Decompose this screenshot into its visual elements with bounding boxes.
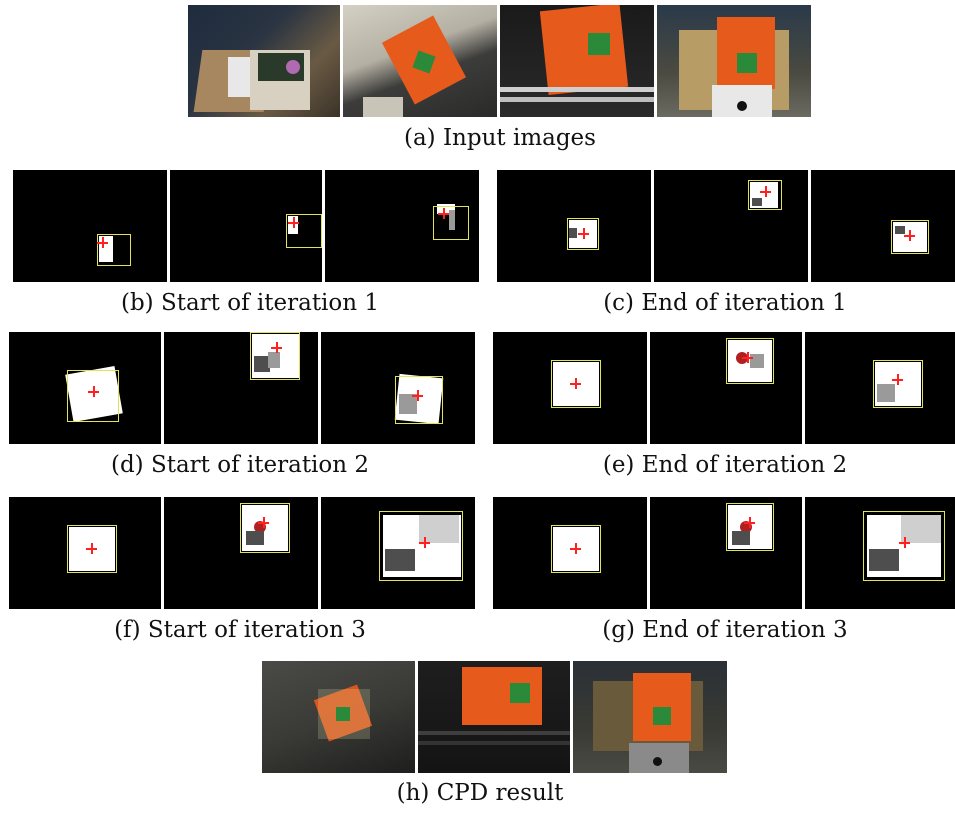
bounding-box — [748, 180, 782, 210]
bounding-box — [863, 511, 945, 581]
iter3-end-panel-3 — [805, 497, 955, 609]
centroid-marker — [88, 386, 99, 397]
caption-iter3-start: (f) Start of iteration 3 — [114, 617, 366, 643]
bounding-box — [726, 503, 774, 551]
centroid-marker — [570, 543, 581, 554]
segment-mask-shade — [901, 515, 941, 543]
centroid-marker — [742, 352, 753, 363]
caption-iter3-end: (g) End of iteration 3 — [602, 617, 848, 643]
centroid-marker — [412, 390, 423, 401]
input-image-4 — [657, 5, 811, 117]
bounding-box — [567, 218, 599, 250]
iter3-end-panel-1 — [493, 497, 647, 609]
iter2-end-panel-1 — [493, 332, 647, 444]
segment-mask-shade — [569, 228, 577, 238]
segment-mask-shade — [254, 356, 270, 372]
centroid-marker — [892, 374, 903, 385]
segment-mask-shade — [750, 354, 764, 368]
cpd-result-image-3 — [573, 661, 727, 773]
bounding-box — [551, 360, 601, 408]
caption-iter1-end: (c) End of iteration 1 — [603, 290, 847, 316]
bounding-box — [240, 503, 290, 553]
centroid-marker — [570, 378, 581, 389]
caption-cpd-result: (h) CPD result — [396, 780, 564, 806]
cpd-result-image-2 — [418, 661, 570, 773]
bounding-box — [286, 214, 322, 248]
iter1-start-panel-1 — [13, 170, 167, 282]
bounding-box — [67, 525, 117, 573]
bounding-box — [395, 376, 443, 424]
iter1-end-panel-1 — [497, 170, 651, 282]
iter2-end-panel-2 — [650, 332, 802, 444]
centroid-marker — [258, 517, 269, 528]
iter3-start-panel-1 — [9, 497, 161, 609]
centroid-marker — [86, 543, 97, 554]
input-image-2 — [343, 5, 497, 117]
input-image-3 — [500, 5, 654, 117]
segment-mask-shade — [385, 549, 415, 571]
segment-mask-shade — [449, 210, 455, 230]
segment-mask-shade — [877, 384, 895, 402]
centroid-marker — [578, 228, 589, 239]
bounding-box — [379, 511, 463, 581]
bounding-box — [551, 525, 601, 573]
iter3-start-panel-2 — [164, 497, 318, 609]
centroid-marker — [438, 208, 449, 219]
centroid-marker — [760, 186, 771, 197]
bounding-box — [726, 338, 774, 384]
centroid-marker — [899, 537, 910, 548]
bounding-box — [873, 360, 923, 408]
centroid-marker — [744, 517, 755, 528]
iter3-start-panel-3 — [321, 497, 475, 609]
iter2-start-panel-2 — [164, 332, 318, 444]
iter3-end-panel-2 — [650, 497, 802, 609]
segment-mask-shade — [752, 198, 762, 206]
bounding-box — [891, 220, 929, 254]
input-image-1 — [188, 5, 340, 117]
bounding-box — [433, 206, 469, 240]
segment-mask-shade — [419, 515, 459, 543]
segment-mask-shade — [268, 352, 280, 368]
iter2-start-panel-1 — [9, 332, 161, 444]
segment-mask — [437, 204, 455, 214]
caption-input-images: (a) Input images — [404, 125, 596, 151]
centroid-marker — [904, 230, 915, 241]
caption-iter2-end: (e) End of iteration 2 — [602, 452, 848, 478]
caption-iter2-start: (d) Start of iteration 2 — [110, 452, 370, 478]
iter1-start-panel-3 — [325, 170, 479, 282]
bounding-box — [67, 370, 119, 422]
iter1-end-panel-3 — [811, 170, 955, 282]
segment-mask-shade — [399, 394, 417, 414]
caption-iter1-start: (b) Start of iteration 1 — [120, 290, 380, 316]
centroid-marker — [271, 342, 282, 353]
segment-mask-shade — [895, 226, 905, 234]
centroid-marker — [97, 237, 108, 248]
iter2-end-panel-3 — [805, 332, 955, 444]
centroid-marker — [288, 217, 299, 228]
segment-mask-shade — [246, 531, 264, 545]
iter1-start-panel-2 — [170, 170, 322, 282]
centroid-marker — [419, 537, 430, 548]
cpd-result-image-1 — [262, 661, 415, 773]
segment-mask-shade — [732, 531, 750, 545]
bounding-box — [250, 332, 300, 380]
segment-mask-shade — [869, 549, 899, 571]
bounding-box — [97, 234, 131, 266]
iter1-end-panel-2 — [654, 170, 808, 282]
iter2-start-panel-3 — [321, 332, 475, 444]
